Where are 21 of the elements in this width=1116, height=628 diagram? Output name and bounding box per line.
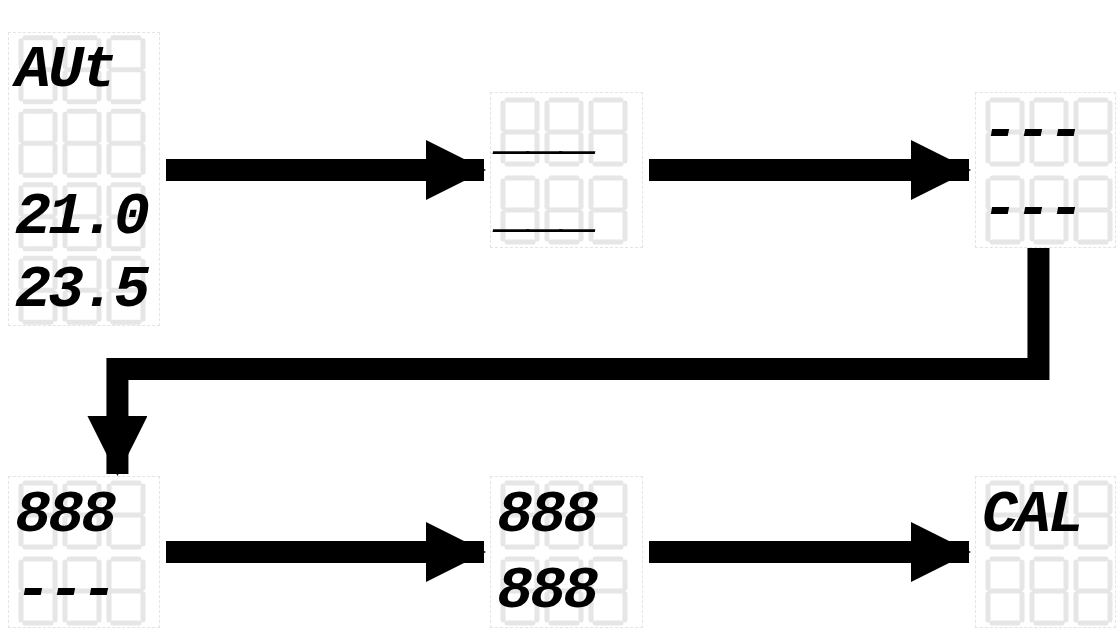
lcd-panel xyxy=(8,476,160,628)
display-readout: --- xyxy=(14,556,116,626)
arrow xyxy=(649,522,971,582)
display-readout: ___ xyxy=(491,175,642,245)
display-readout: ___ xyxy=(491,97,642,167)
display-readout: 888 xyxy=(14,480,116,550)
display-readout: 21.0 xyxy=(14,181,149,252)
arrow xyxy=(649,140,971,200)
display-readout: --- xyxy=(981,97,1083,167)
lcd-panel xyxy=(490,476,643,628)
lcd-panel xyxy=(490,92,643,248)
arrow xyxy=(166,140,486,200)
arrow xyxy=(87,248,1050,476)
display-readout: --- xyxy=(981,175,1083,245)
display-readout: 888 xyxy=(496,480,598,550)
lcd-panel xyxy=(8,32,160,326)
arrow xyxy=(166,522,486,582)
display-readout: AUt xyxy=(9,34,159,105)
display-readout: 23.5 xyxy=(14,255,149,326)
display-readout: 888 xyxy=(496,556,598,626)
display-readout: CAL xyxy=(981,480,1083,550)
